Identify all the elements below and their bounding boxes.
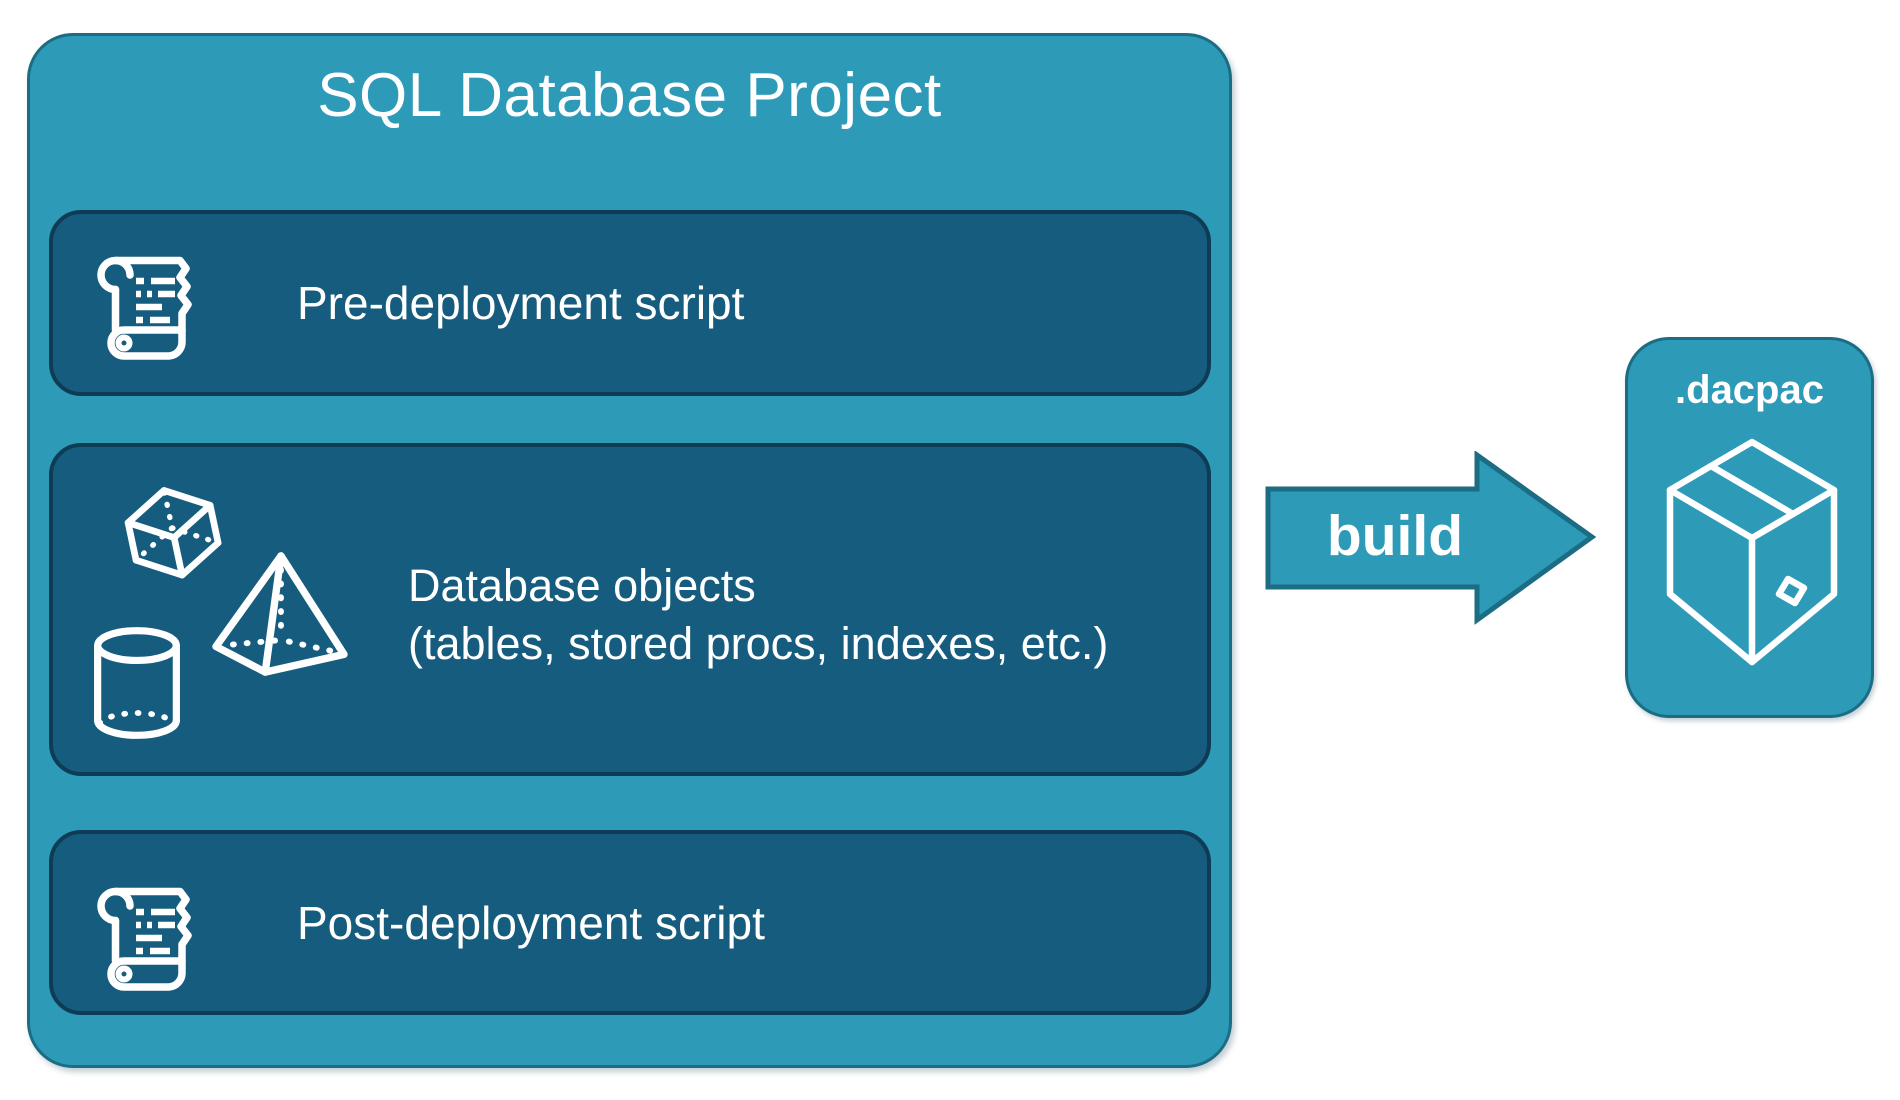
pyramid-icon bbox=[210, 550, 348, 678]
package-icon bbox=[1662, 436, 1842, 666]
database-objects-line2: (tables, stored procs, indexes, etc.) bbox=[408, 618, 1109, 669]
post-deployment-box: Post-deployment script bbox=[49, 830, 1211, 1015]
cylinder-icon bbox=[89, 625, 185, 741]
build-arrow-icon bbox=[1264, 451, 1598, 625]
post-deployment-label: Post-deployment script bbox=[297, 896, 765, 949]
database-objects-label: Database objects (tables, stored procs, … bbox=[408, 557, 1108, 673]
database-objects-line1: Database objects bbox=[408, 560, 756, 611]
build-label: build bbox=[1326, 504, 1464, 568]
scroll-icon bbox=[84, 870, 208, 994]
pre-deployment-label: Pre-deployment script bbox=[297, 277, 745, 329]
dacpac-box: .dacpac bbox=[1625, 337, 1874, 718]
pre-deployment-box: Pre-deployment script bbox=[49, 210, 1211, 396]
project-title: SQL Database Project bbox=[317, 61, 942, 130]
scroll-icon bbox=[84, 239, 208, 363]
sql-database-project-container: SQL Database Project Pre-deployment scri… bbox=[27, 33, 1232, 1068]
database-objects-box: Database objects (tables, stored procs, … bbox=[49, 443, 1211, 776]
cube-icon bbox=[114, 477, 232, 593]
dacpac-label: .dacpac bbox=[1675, 368, 1824, 412]
